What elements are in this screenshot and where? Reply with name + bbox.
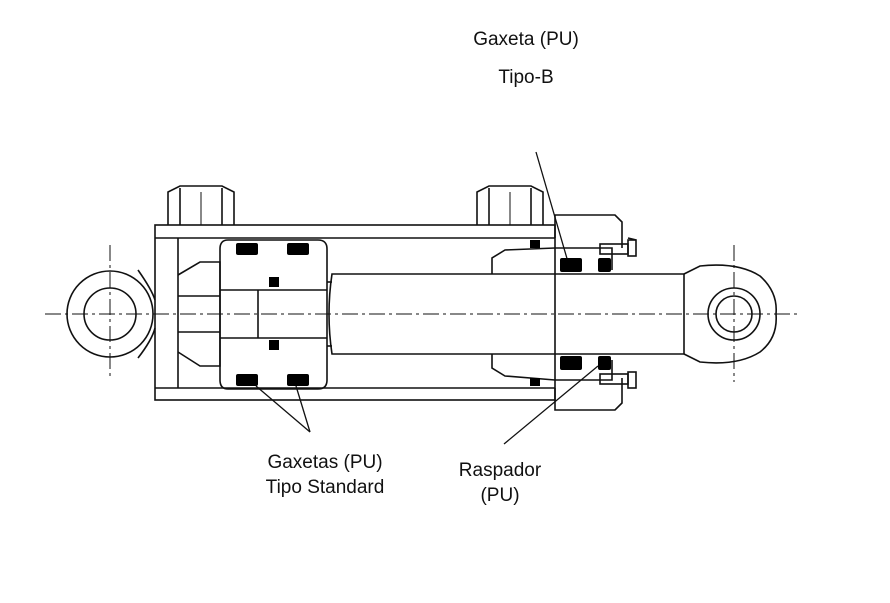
piston-guide-bottom xyxy=(269,340,279,350)
leader-gaxetas-standard-b xyxy=(295,385,311,433)
label-raspador-line1: Raspador xyxy=(458,460,542,481)
wiper-top xyxy=(598,258,611,272)
label-gaxeta-b-line2: Tipo-B xyxy=(498,67,554,88)
right-mounting-eye xyxy=(683,264,777,364)
leader-gaxetas-standard-a xyxy=(255,385,311,433)
label-raspador-line2: (PU) xyxy=(480,485,520,506)
label-gaxetas-standard-line2: Tipo Standard xyxy=(265,477,385,498)
label-gaxetas-standard-line1: Gaxetas (PU) xyxy=(267,452,383,473)
leader-lines xyxy=(255,151,599,445)
piston xyxy=(219,239,328,390)
seals xyxy=(236,240,611,386)
piston-seal-top-left xyxy=(236,243,258,255)
gland-oring-bottom xyxy=(530,378,540,386)
cylinder-barrel xyxy=(154,224,556,401)
rod-seal-bottom xyxy=(560,356,582,370)
piston-seal-top-right xyxy=(287,243,309,255)
label-gaxeta-b-line1: Gaxeta (PU) xyxy=(473,29,579,50)
piston-guide-top xyxy=(269,277,279,287)
leader-raspador xyxy=(503,365,599,445)
rod-gland xyxy=(491,214,637,411)
piston-seal-bottom-left xyxy=(236,374,258,386)
right-port-fitting xyxy=(476,185,544,225)
left-port-fitting xyxy=(167,185,235,225)
gland-oring-top xyxy=(530,240,540,248)
piston-seal-bottom-right xyxy=(287,374,309,386)
leader-gaxeta-b xyxy=(535,151,569,263)
wiper-bottom xyxy=(598,356,611,370)
rod-seal-top xyxy=(560,258,582,272)
left-mounting-eye xyxy=(66,269,156,359)
piston-rod xyxy=(327,273,685,355)
